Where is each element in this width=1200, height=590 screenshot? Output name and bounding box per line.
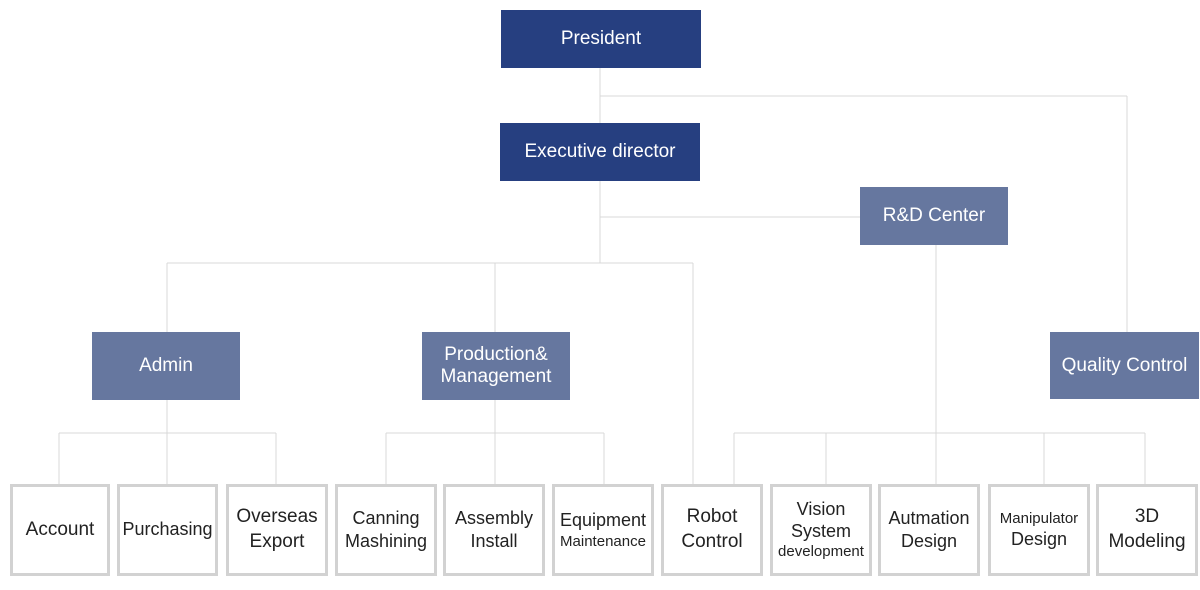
production-management-node: Production& Management [422,332,570,400]
team-canning-mashining-line2: Mashining [344,531,428,551]
team-vision-system-line1: Vision [796,499,846,520]
quality-control-node: Quality Control [1050,332,1199,399]
production-label-line1: Production& [444,344,548,366]
team-3d-modeling-line1: 3D [1134,506,1160,528]
team-overseas-export: Overseas Export [226,484,328,576]
team-assembly-install-line1: Assembly [454,507,534,528]
rd-center-node: R&D Center [860,187,1008,245]
team-vision-system: Vision System development [770,484,872,576]
team-equipment-maintenance-line1: Equipment [559,509,647,530]
team-canning-mashining: Canning Mashining [335,484,437,576]
team-automation-design-line2: Design [900,531,958,551]
team-equipment-maintenance: Equipment Maintenance [552,484,654,576]
admin-label: Admin [139,355,193,377]
team-3d-modeling: 3D Modeling [1096,484,1198,576]
admin-node: Admin [92,332,240,400]
team-manipulator-design: Manipulator Design [988,484,1090,576]
team-overseas-export-line2: Export [249,531,305,552]
team-manipulator-design-line1: Manipulator [999,509,1079,527]
quality-control-label: Quality Control [1061,354,1188,376]
team-purchasing: Purchasing [117,484,218,576]
team-assembly-install-line2: Install [470,531,518,551]
team-assembly-install: Assembly Install [443,484,545,576]
production-label-line2: Management [440,366,552,387]
team-manipulator-design-line2: Design [1010,529,1068,550]
team-3d-modeling-line2: Modeling [1108,531,1186,552]
team-equipment-maintenance-line2: Maintenance [560,532,646,550]
team-account: Account [10,484,110,576]
team-vision-system-line2: System [790,521,851,541]
team-robot-control: Robot Control [661,484,763,576]
team-purchasing-label: Purchasing [122,519,213,540]
executive-director-node: Executive director [500,123,700,181]
team-overseas-export-line1: Overseas [236,506,318,528]
team-automation-design-line1: Autmation [888,507,970,528]
team-robot-control-line2: Control [681,531,743,552]
rd-center-label: R&D Center [882,205,986,227]
team-automation-design: Autmation Design [878,484,980,576]
team-canning-mashining-line1: Canning [352,507,420,528]
executive-director-label: Executive director [524,141,676,163]
team-account-label: Account [25,518,95,540]
team-robot-control-line1: Robot [686,506,738,528]
president-label: President [560,28,642,50]
team-vision-system-line3: development [778,542,864,560]
president-node: President [501,10,701,68]
